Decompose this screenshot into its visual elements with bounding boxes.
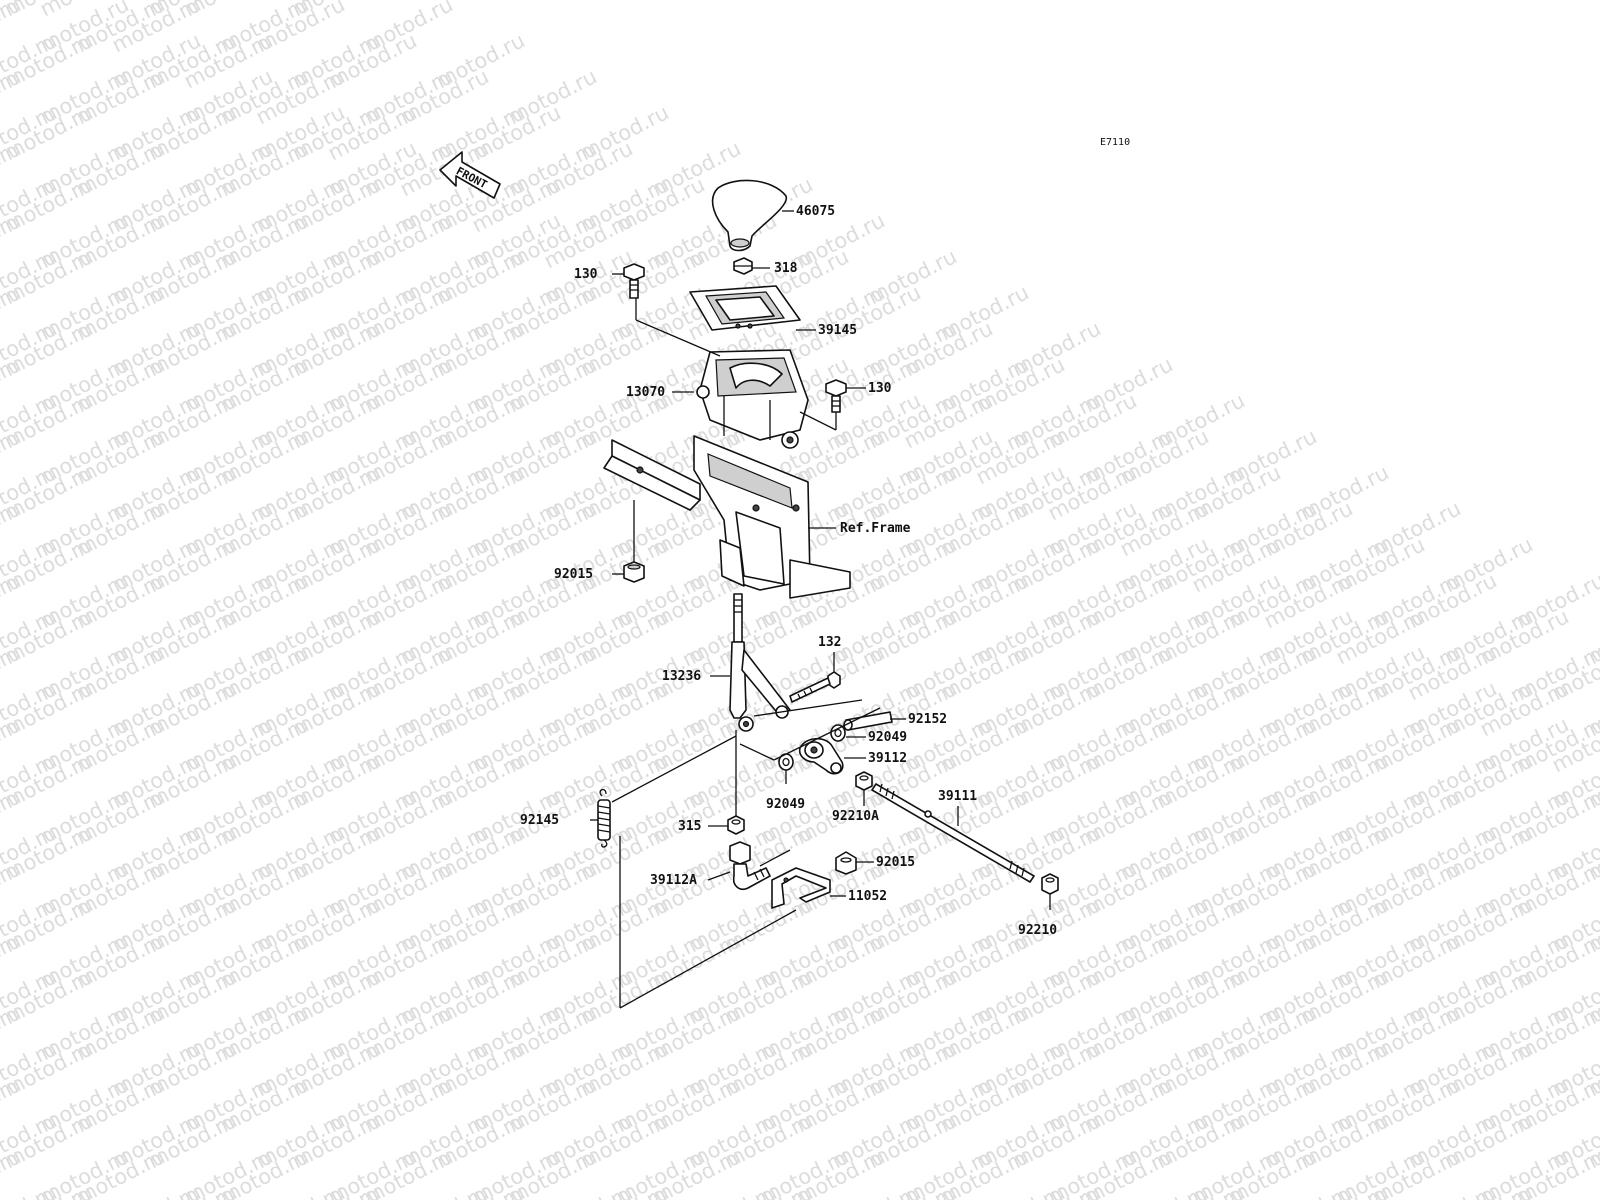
part-label-130-right[interactable]: 130 [868, 381, 892, 396]
nut-92210A [855, 771, 873, 791]
bolt-130-right [825, 379, 847, 413]
leader-lines [590, 210, 1051, 1009]
spring-92145 [597, 788, 611, 848]
arm-39112 [798, 737, 844, 775]
nut-92210 [1041, 873, 1059, 895]
tie-rod-39111 [871, 783, 1035, 883]
rod-end-39112A [729, 841, 771, 891]
part-label-92015-right[interactable]: 92015 [876, 855, 916, 870]
part-label-46075[interactable]: 46075 [796, 204, 836, 219]
nut-315 [727, 815, 745, 835]
part-label-39145[interactable]: 39145 [818, 323, 858, 338]
part-label-318[interactable]: 318 [774, 261, 798, 276]
part-label-39112A[interactable]: 39112A [650, 873, 697, 888]
part-label-92210[interactable]: 92210 [1018, 923, 1058, 938]
bolt-132 [789, 671, 841, 703]
nut-318 [733, 257, 753, 275]
part-label-92015-left[interactable]: 92015 [554, 567, 594, 582]
part-label-92049-right[interactable]: 92049 [868, 730, 908, 745]
part-label-39111[interactable]: 39111 [938, 789, 978, 804]
frame-ref-label: Ref.Frame [840, 521, 911, 536]
shift-knob-46075 [711, 179, 787, 252]
collar-92152 [843, 711, 893, 731]
part-label-13070[interactable]: 13070 [626, 385, 666, 400]
part-label-92145[interactable]: 92145 [520, 813, 560, 828]
diagram-code: E7110 [1100, 137, 1131, 148]
part-label-315[interactable]: 315 [678, 819, 702, 834]
part-label-132[interactable]: 132 [818, 635, 842, 650]
part-label-13236[interactable]: 13236 [662, 669, 702, 684]
part-label-92152[interactable]: 92152 [908, 712, 948, 727]
front-arrow-icon: FRONT [439, 151, 501, 199]
bracket-11052 [771, 867, 831, 909]
shift-lever-13236 [729, 593, 791, 822]
nut-92015-right [835, 851, 857, 875]
part-label-11052[interactable]: 11052 [848, 889, 888, 904]
frame-section [603, 435, 851, 599]
washer-92049-right [830, 724, 846, 742]
nut-92015-left [623, 561, 645, 583]
part-label-39112[interactable]: 39112 [868, 751, 908, 766]
part-label-92049-left[interactable]: 92049 [766, 797, 806, 812]
shift-boot-39145 [689, 285, 801, 331]
part-label-92210A[interactable]: 92210A [832, 809, 879, 824]
shift-guide-13070 [696, 349, 809, 449]
part-label-130-left[interactable]: 130 [574, 267, 598, 282]
bolt-130-left [623, 263, 645, 299]
